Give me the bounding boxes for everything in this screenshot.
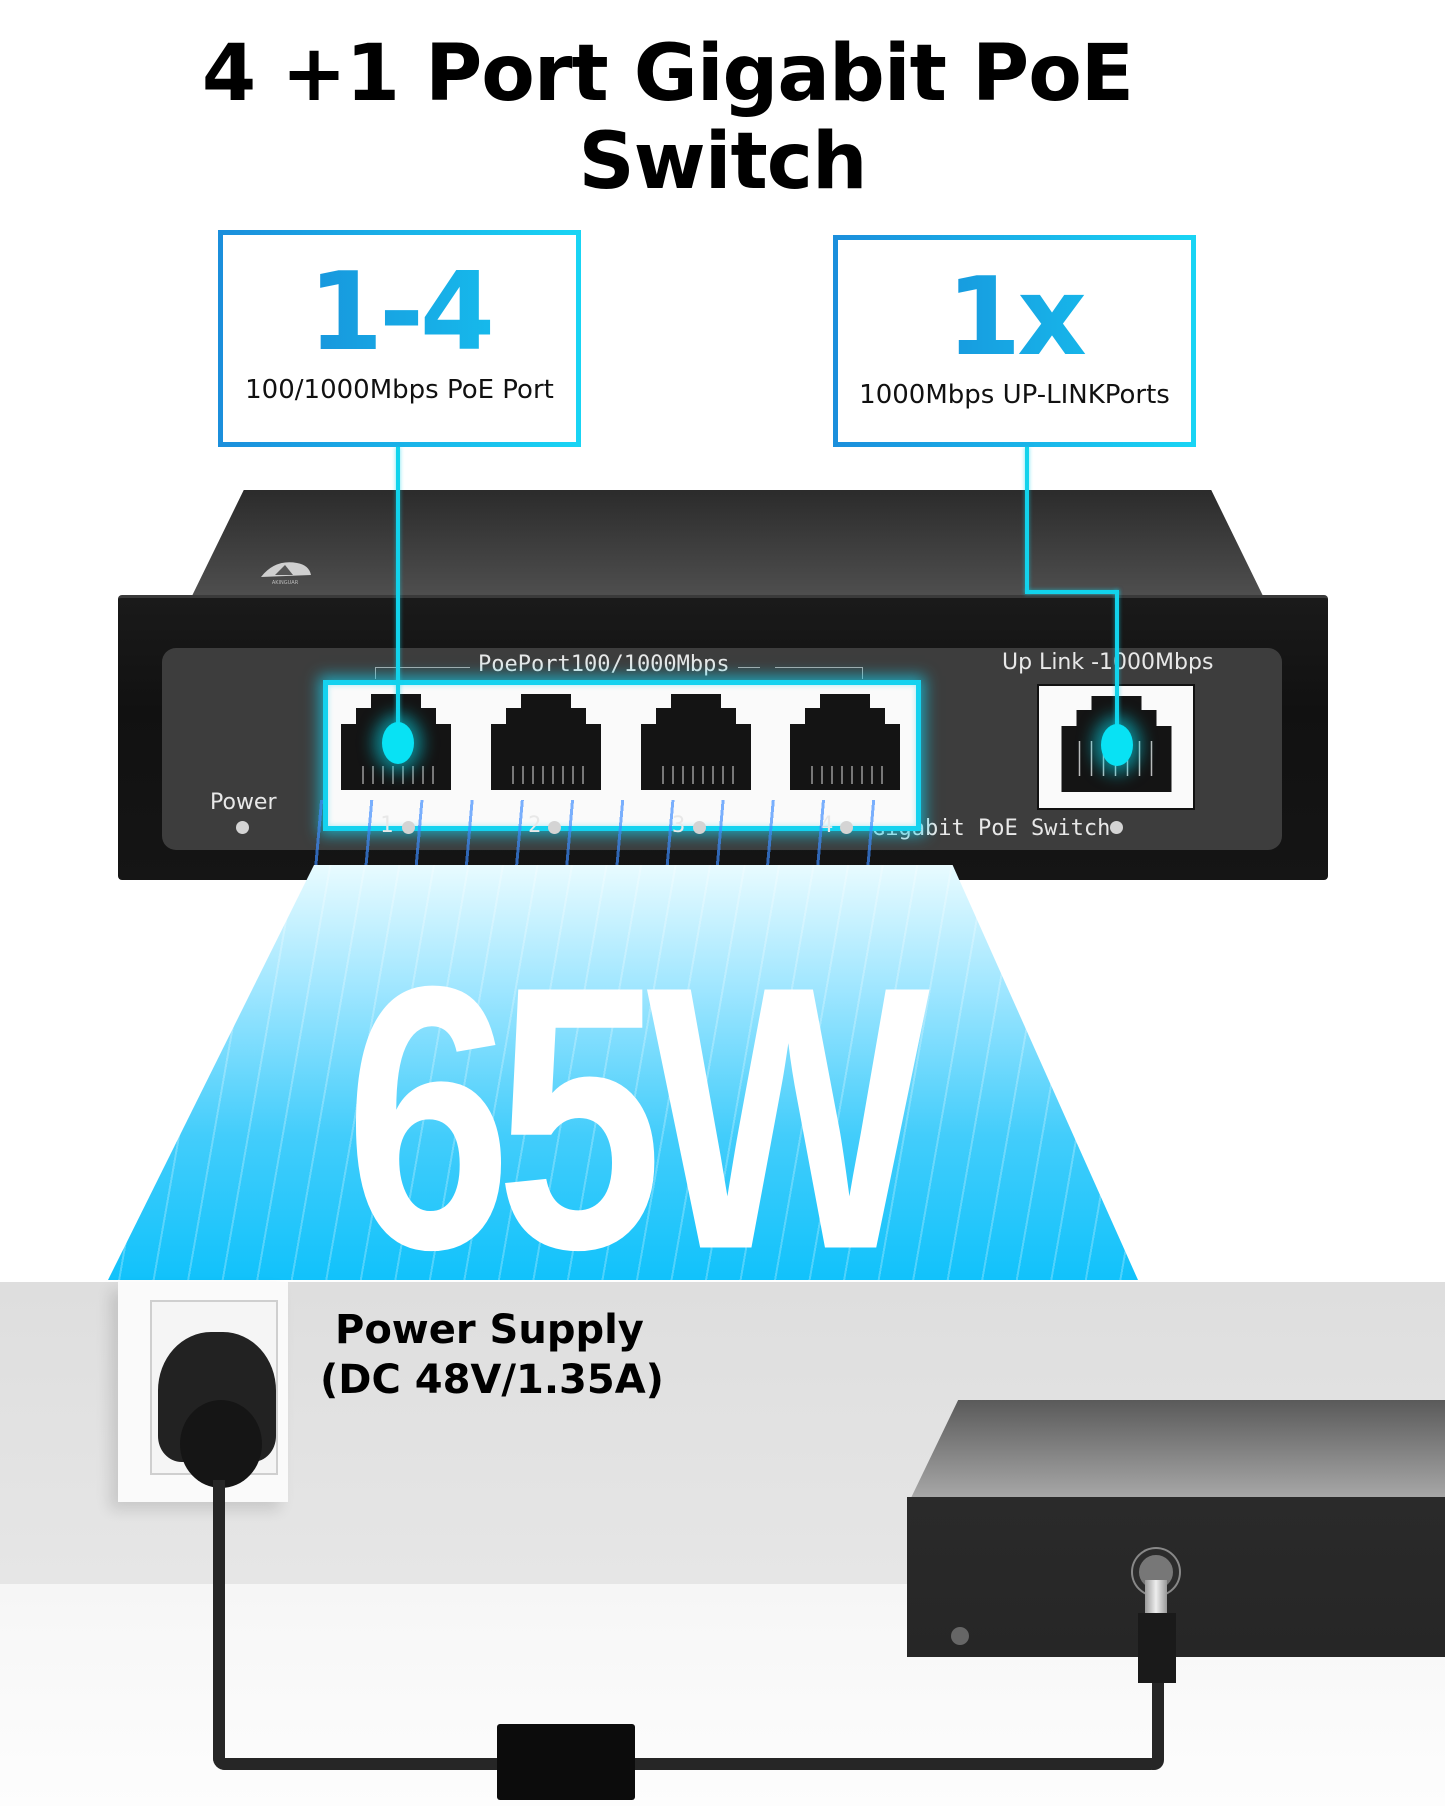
power-cable-vertical-left (213, 1480, 225, 1770)
power-supply-spec: (DC 48V/1.35A) (320, 1357, 664, 1403)
power-cable-horizontal (213, 1758, 1163, 1770)
switch-rear-top (910, 1400, 1445, 1500)
uplink-led (1110, 821, 1123, 834)
poe-bracket-left (375, 667, 376, 679)
power-beam (108, 865, 1138, 1280)
switch-top-cover (190, 490, 1265, 600)
connector-line-poe (396, 447, 400, 737)
beam-streaks (108, 865, 1138, 1280)
power-label: Power (210, 790, 277, 815)
power-adapter-brick (497, 1724, 635, 1800)
callout-poe-ports-count: 1-4 (223, 259, 576, 367)
poe-group-label: PoePort100/1000Mbps (470, 652, 738, 677)
callout-poe-ports-desc: 100/1000Mbps PoE Port (245, 375, 554, 405)
brand-logo-icon: AKINGUAR (255, 555, 315, 586)
poe-port-2[interactable] (491, 694, 601, 790)
screw-icon (951, 1627, 969, 1645)
power-supply-info: Power Supply (DC 48V/1.35A) (320, 1305, 664, 1405)
power-led (236, 821, 249, 834)
dc-plug-connector (1138, 1613, 1176, 1683)
poe-port-4[interactable] (790, 694, 900, 790)
power-supply-title: Power Supply (335, 1307, 644, 1353)
page-title: 4 +1 Port Gigabit PoE Switch (0, 30, 1445, 206)
svg-text:AKINGUAR: AKINGUAR (272, 580, 299, 585)
callout-uplink-desc: 1000Mbps UP-LINKPorts (859, 380, 1170, 410)
uplink-label: Up Link -1000Mbps (1002, 650, 1214, 675)
power-cable-vertical-right (1152, 1680, 1164, 1770)
callout-poe-ports: 1-4 100/1000Mbps PoE Port (218, 230, 581, 447)
connector-line-uplink-2 (1025, 590, 1119, 594)
connector-line-uplink-1 (1025, 447, 1029, 593)
power-plug-body (180, 1400, 262, 1488)
dc-plug-tip (1145, 1580, 1167, 1616)
poe-port-highlight-dot (382, 722, 414, 764)
poe-port-3[interactable] (641, 694, 751, 790)
power-budget-value: 65W (345, 907, 930, 1328)
callout-uplink-count: 1x (838, 264, 1191, 372)
poe-bracket-right-seg (775, 667, 863, 668)
callout-uplink-port: 1x 1000Mbps UP-LINKPorts (833, 235, 1196, 447)
poe-bracket-right (862, 667, 863, 679)
uplink-port-highlight-dot (1101, 724, 1133, 766)
title-line-1: 4 +1 Port Gigabit PoE (201, 29, 1134, 119)
connector-line-uplink-3 (1115, 590, 1119, 740)
title-line-2: Switch (578, 117, 867, 207)
